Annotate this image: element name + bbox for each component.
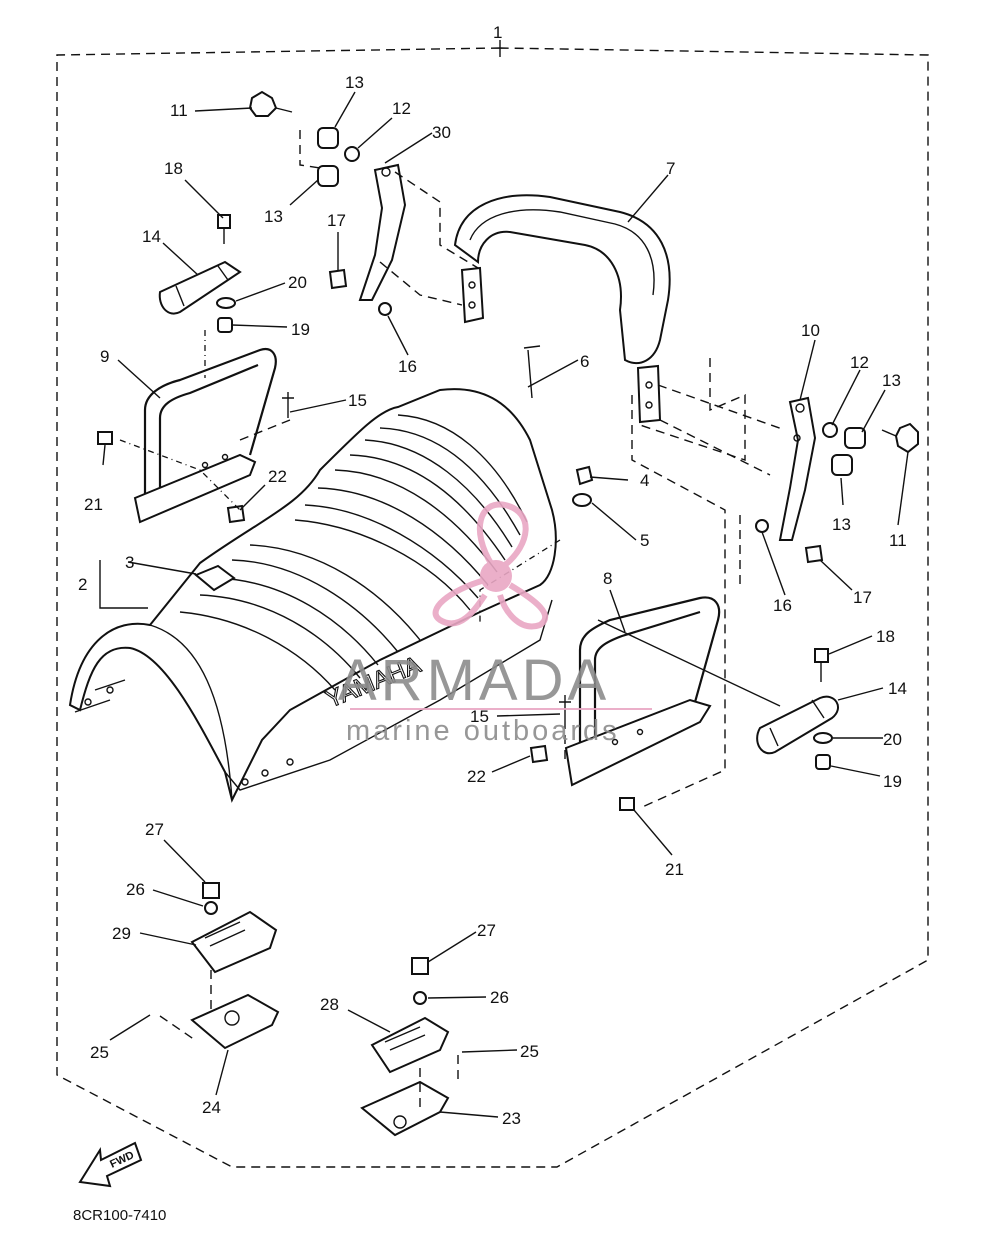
logo-blade-right xyxy=(497,582,549,630)
stay-right xyxy=(778,396,817,541)
callout-28: 28 xyxy=(320,995,339,1014)
armrest-left xyxy=(158,260,242,315)
callout-17a: 17 xyxy=(327,211,346,230)
watermark-brand: ARMADA xyxy=(338,648,610,713)
callout-27a: 27 xyxy=(145,820,164,839)
callout-22b: 22 xyxy=(467,767,486,786)
callout-30: 30 xyxy=(432,123,451,142)
callout-labels: 1 2 3 4 5 6 7 8 9 10 11 11 12 12 13 13 1… xyxy=(78,23,907,1128)
grip-left xyxy=(133,347,277,524)
callout-20a: 20 xyxy=(288,273,307,292)
callout-12b: 12 xyxy=(850,353,869,372)
callout-8: 8 xyxy=(603,569,612,588)
callout-26b: 26 xyxy=(490,988,509,1007)
callout-2: 2 xyxy=(78,575,87,594)
callout-7: 7 xyxy=(666,159,675,178)
callout-22a: 22 xyxy=(268,467,287,486)
logo-blade-top xyxy=(476,501,529,568)
backrest xyxy=(453,194,671,424)
callout-13a: 13 xyxy=(345,73,364,92)
watermark-tagline: marine outboards xyxy=(346,715,620,747)
callout-27b: 27 xyxy=(477,921,496,940)
callout-25b: 25 xyxy=(520,1042,539,1061)
stay-left xyxy=(358,163,485,324)
callout-5: 5 xyxy=(640,531,649,550)
callout-14a: 14 xyxy=(142,227,161,246)
assembly-boundary xyxy=(56,47,929,1168)
callout-18a: 18 xyxy=(164,159,183,178)
callout-9: 9 xyxy=(100,347,109,366)
bracket-set-right xyxy=(360,957,450,1137)
seat: YAMAHA xyxy=(68,388,557,803)
callout-13c: 13 xyxy=(882,371,901,390)
propeller-logo xyxy=(432,501,549,630)
callout-12a: 12 xyxy=(392,99,411,118)
callout-15a: 15 xyxy=(348,391,367,410)
callout-26a: 26 xyxy=(126,880,145,899)
fasteners xyxy=(97,90,919,811)
callout-15b: 15 xyxy=(470,707,489,726)
callout-16b: 16 xyxy=(773,596,792,615)
callout-3: 3 xyxy=(125,553,134,572)
bracket-set-left xyxy=(190,882,280,1050)
callout-10: 10 xyxy=(801,321,820,340)
watermark: ARMADA marine outboards xyxy=(338,501,652,747)
logo-blade-left xyxy=(432,577,488,627)
callout-23: 23 xyxy=(502,1109,521,1128)
callout-4: 4 xyxy=(640,471,649,490)
callout-17b: 17 xyxy=(853,588,872,607)
callout-6: 6 xyxy=(580,352,589,371)
callout-19b: 19 xyxy=(883,772,902,791)
logo-hub xyxy=(480,560,512,592)
assembly-guides xyxy=(119,130,786,1080)
grip-right xyxy=(564,596,721,787)
diagram-code: 8CR100-7410 xyxy=(73,1207,166,1224)
callout-25a: 25 xyxy=(90,1043,109,1062)
callout-21b: 21 xyxy=(665,860,684,879)
callout-14b: 14 xyxy=(888,679,907,698)
callout-24: 24 xyxy=(202,1098,221,1117)
callout-18b: 18 xyxy=(876,627,895,646)
callout-11a: 11 xyxy=(170,101,188,120)
callout-16a: 16 xyxy=(398,357,417,376)
callout-29: 29 xyxy=(112,924,131,943)
callout-13b: 13 xyxy=(264,207,283,226)
callout-11b: 11 xyxy=(889,531,907,550)
leader-lines xyxy=(99,91,909,1118)
callout-13d: 13 xyxy=(832,515,851,534)
armrest-right xyxy=(756,695,839,755)
callout-21a: 21 xyxy=(84,495,103,514)
callout-19a: 19 xyxy=(291,320,310,339)
fwd-arrow: FWD xyxy=(78,1141,143,1188)
callout-20b: 20 xyxy=(883,730,902,749)
callout-1: 1 xyxy=(493,23,502,42)
